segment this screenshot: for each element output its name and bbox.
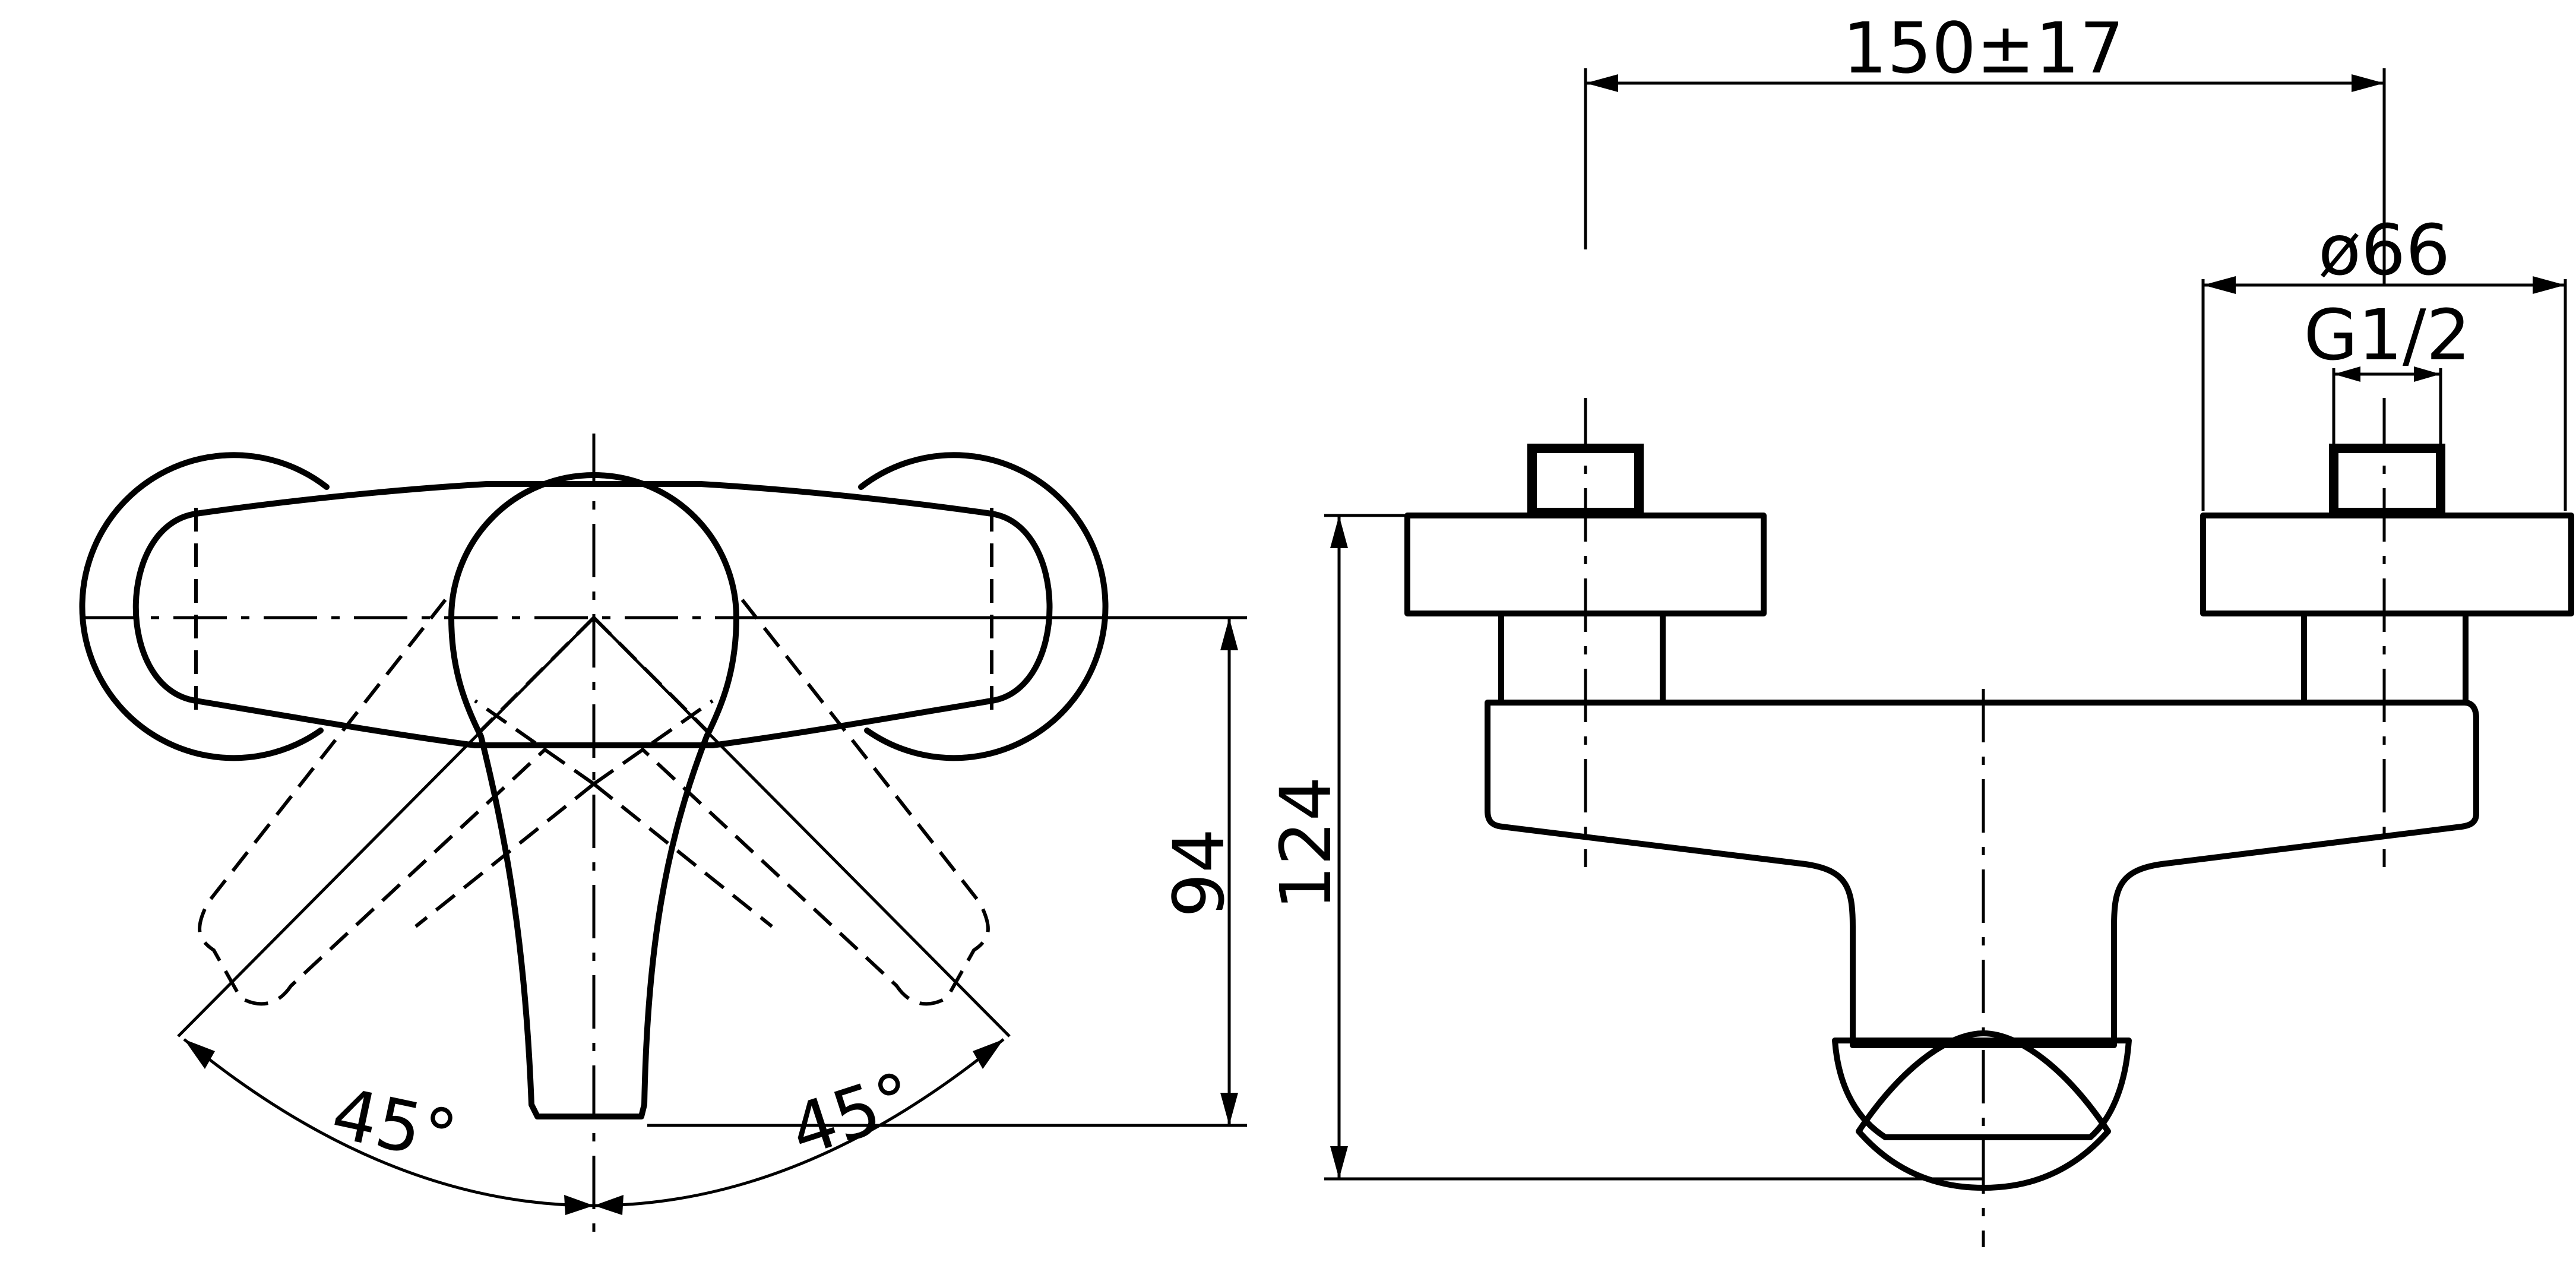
thread-g12-label: G1/2	[2303, 294, 2470, 376]
arrow-arc-mid-r	[594, 1195, 624, 1215]
right-flange	[2200, 513, 2574, 616]
dim124-arrow-top	[1330, 515, 1348, 548]
swing-line-l2	[414, 782, 595, 928]
lever-right-45-position	[640, 599, 990, 1006]
arrow-arc-left	[184, 1039, 215, 1069]
dim-94-label: 94	[1158, 828, 1240, 918]
angle-right-label: 45°	[780, 1056, 924, 1172]
arrow-arc-right	[973, 1039, 1004, 1069]
dim66-arrow-right	[2533, 276, 2565, 294]
dim66-arrow-left	[2203, 276, 2236, 294]
front-body	[1485, 700, 2479, 1048]
outlet-spout	[1832, 1038, 2132, 1140]
swing-line-c2	[593, 699, 714, 786]
dim-66-label: ø66	[2318, 209, 2450, 291]
swing-line-c1	[474, 699, 595, 786]
outlet-aerator	[1856, 1030, 2111, 1191]
mixer-lever	[448, 472, 739, 1119]
right-hex-nut	[2329, 444, 2445, 517]
left-connector	[1498, 611, 1666, 706]
left-escutcheon	[79, 452, 330, 761]
dim-124-label: 124	[1265, 776, 1347, 910]
angle-left-label: 45°	[325, 1072, 464, 1178]
top-view: 45° 45° 94	[79, 434, 1247, 1241]
swing-line-r2	[593, 782, 773, 928]
dim150-arrow-left	[1586, 74, 1618, 92]
dim124-arrow-bottom	[1330, 1146, 1348, 1179]
g12-arrow-left	[2334, 366, 2360, 382]
dim150-arrow-right	[2352, 74, 2384, 92]
front-view: 150±17 ø66 G1/2 124	[1265, 7, 2574, 1247]
angle-extension-right	[593, 616, 1011, 1038]
g12-arrow-right	[2414, 366, 2441, 382]
dim94-arrow-bottom	[1220, 1093, 1238, 1125]
arrow-arc-mid-l	[564, 1195, 594, 1215]
dim-150-label: 150±17	[1843, 7, 2124, 89]
lever-left-45-position	[198, 599, 548, 1006]
angle-extension-left	[177, 616, 595, 1038]
right-escutcheon	[858, 452, 1109, 761]
dim94-arrow-top	[1220, 618, 1238, 650]
